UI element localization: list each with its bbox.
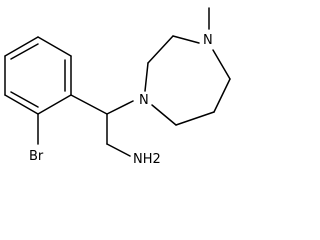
amine-label: NH2: [133, 152, 161, 167]
benzene-ring: [4, 36, 72, 115]
bond-ch-to-ring-nitrogen: [106, 100, 134, 115]
ring-nitrogen-label: N: [139, 93, 149, 108]
diazepane-ring: [144, 35, 231, 126]
bromine-label: Br: [29, 149, 44, 164]
methyl-nitrogen-label: N: [203, 33, 213, 48]
bond-ch2-to-amine: [106, 143, 131, 157]
chemical-structure-diagram: Br N N NH2: [4, 7, 231, 167]
bond-ring-to-ch: [70, 94, 108, 115]
